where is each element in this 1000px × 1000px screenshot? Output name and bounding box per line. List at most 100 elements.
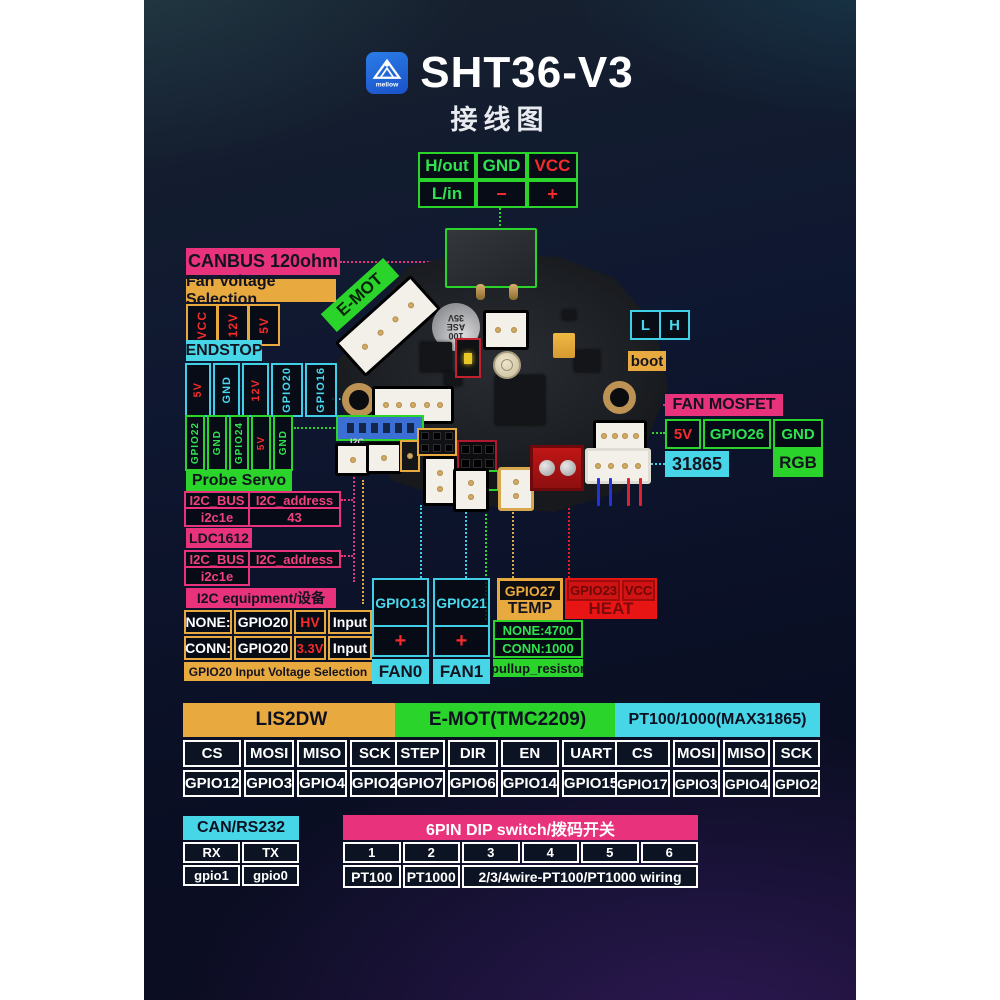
- dip-val-pt100: PT100: [343, 865, 401, 888]
- cell-value: GPIO3: [672, 770, 720, 797]
- rtd-connector: [585, 448, 651, 484]
- col-header: CS: [615, 740, 670, 767]
- temp-connector: [498, 467, 534, 511]
- wire-5v-line: [641, 432, 665, 434]
- dip-switch-table: 6PIN DIP switch/拨码开关 1 2 3 4 5 6 PT100 P…: [343, 815, 698, 888]
- gpio20-footer-label: GPIO20 Input Voltage Selection: [184, 662, 372, 681]
- gpio20-r2-input: Input: [328, 636, 372, 660]
- pin-label: VCC: [195, 310, 209, 340]
- gpio20-voltage-table: NONE: GPIO20 HV Input CONN: GPIO20 3.3V …: [184, 610, 372, 660]
- pin-label: GPIO16: [315, 367, 327, 413]
- temp-label: TEMP: [507, 600, 553, 617]
- fan-voltage-label: Fan Voltage Selection: [186, 273, 336, 308]
- i2c-silkscreen: I2C: [350, 437, 365, 447]
- i2c-bus-header: I2C_BUS: [184, 491, 250, 509]
- mellow-logo-icon: mellow: [366, 52, 409, 94]
- dip-col-3: 3: [462, 842, 520, 863]
- cell-value: GPIO7: [395, 770, 445, 797]
- i2c-table-ldc: I2C_BUS I2C_address i2c1e 43: [184, 491, 341, 527]
- wire-fan0-line: [420, 505, 422, 578]
- col-header: UART: [561, 740, 621, 767]
- pullup-none: NONE:4700: [493, 620, 583, 640]
- mosfet-pin-5v: 5V: [665, 419, 701, 449]
- lh-block: L H: [630, 310, 690, 340]
- cell-value: GPIO12: [183, 770, 242, 797]
- i2c-bus-value: i2c1e: [184, 566, 250, 586]
- pt100-table: PT100/1000(MAX31865) CS MOSI MISO SCK GP…: [615, 703, 820, 797]
- ldc1612-label: LDC1612: [186, 528, 252, 548]
- dip-switch-title: 6PIN DIP switch/拨码开关: [343, 815, 698, 840]
- i2c-bus-header: I2C_BUS: [184, 550, 250, 568]
- pin-label: 5V: [255, 435, 267, 451]
- wire-can-line: [499, 208, 501, 230]
- cell-value: GPIO4: [722, 770, 770, 797]
- pin-h: H: [659, 310, 690, 340]
- driver-chip: [420, 342, 452, 372]
- dip-col-2: 2: [402, 842, 460, 863]
- pin-label: GPIO24: [233, 421, 245, 465]
- pin-label: 5V: [257, 316, 271, 334]
- heat-vcc: VCC: [622, 580, 655, 601]
- pin-l-in: L/in: [418, 180, 476, 208]
- endstop-pin-5v: 5V: [185, 363, 211, 417]
- dip-col-6: 6: [640, 842, 698, 863]
- fan1-label: FAN1: [433, 659, 490, 684]
- heater-terminal: [530, 445, 584, 491]
- dip-val-pt1000: PT1000: [402, 865, 460, 888]
- probe-pin-gpio22: GPIO22: [185, 415, 205, 471]
- wire-i2c-stub1: [341, 499, 353, 501]
- lis2dw-title: LIS2DW: [183, 703, 400, 737]
- endstop-pin-gpio16: GPIO16: [305, 363, 337, 417]
- col-header: EN: [500, 740, 559, 767]
- wire-blue-2: [609, 478, 612, 506]
- i2c-address-empty: [250, 568, 341, 586]
- col-header: RX: [183, 842, 240, 863]
- cell-value: GPIO3: [244, 770, 295, 797]
- wire-red-1: [627, 478, 630, 506]
- pin-label: 12V: [249, 378, 262, 402]
- led-glow: [464, 352, 472, 364]
- wire-gpio20-line: [362, 480, 364, 604]
- hl-connector: [483, 310, 529, 350]
- gpio20-r2-gpio: GPIO20: [234, 636, 292, 660]
- heat-block: GPIO23 VCC HEAT: [565, 578, 657, 619]
- pin-label: GND: [211, 430, 223, 456]
- wire-red-2: [639, 478, 642, 506]
- pullup-label: pullup_resistor: [491, 659, 585, 677]
- col-header: MOSI: [672, 740, 720, 767]
- cell-value: GPIO17: [615, 770, 670, 797]
- mount-hole-right: [603, 381, 636, 414]
- heat-pins-row: GPIO23 VCC: [567, 580, 655, 601]
- wire-i2c-stub2: [341, 555, 353, 557]
- pin-plus: +: [527, 180, 578, 208]
- can-module: [445, 228, 537, 288]
- small-chip: [574, 350, 600, 372]
- cell-value: GPIO6: [447, 770, 498, 797]
- top-connector-table: H/out GND VCC L/in − +: [418, 152, 578, 208]
- gpio20-r1-hv: HV: [294, 610, 326, 634]
- page-title: SHT36-V3: [420, 48, 634, 97]
- dip-col-1: 1: [343, 842, 401, 863]
- endstop-table: 5V GND 12V GPIO20 GPIO16: [185, 363, 337, 417]
- wire-heat-line: [568, 487, 570, 578]
- probe-pin-gnd1: GND: [207, 415, 227, 471]
- i2c-bus-value: i2c1e: [184, 507, 250, 527]
- cell-value: gpio0: [242, 865, 299, 886]
- cap-line2: ASE: [446, 322, 466, 333]
- i2c-address-value: 43: [248, 507, 341, 527]
- fan0-connector: [423, 456, 457, 506]
- can-rs232-table: CAN/RS232 RX TX gpio1 gpio0: [183, 816, 299, 886]
- canbus-label: CANBUS 120ohm: [186, 248, 340, 275]
- wire-temp-line: [512, 507, 514, 578]
- led-indicator: [455, 338, 481, 378]
- wire-31865-line: [647, 463, 665, 465]
- header-crimson: [457, 440, 497, 472]
- fan0-plus: +: [372, 625, 429, 657]
- mount-hole-left: [342, 383, 376, 417]
- passive-2: [562, 310, 576, 320]
- fan0-label: FAN0: [372, 659, 429, 684]
- col-header: SCK: [349, 740, 400, 767]
- fan1-block: GPIO21 + FAN1: [433, 578, 490, 684]
- pt100-title: PT100/1000(MAX31865): [615, 703, 820, 737]
- pin-label: GND: [277, 430, 289, 456]
